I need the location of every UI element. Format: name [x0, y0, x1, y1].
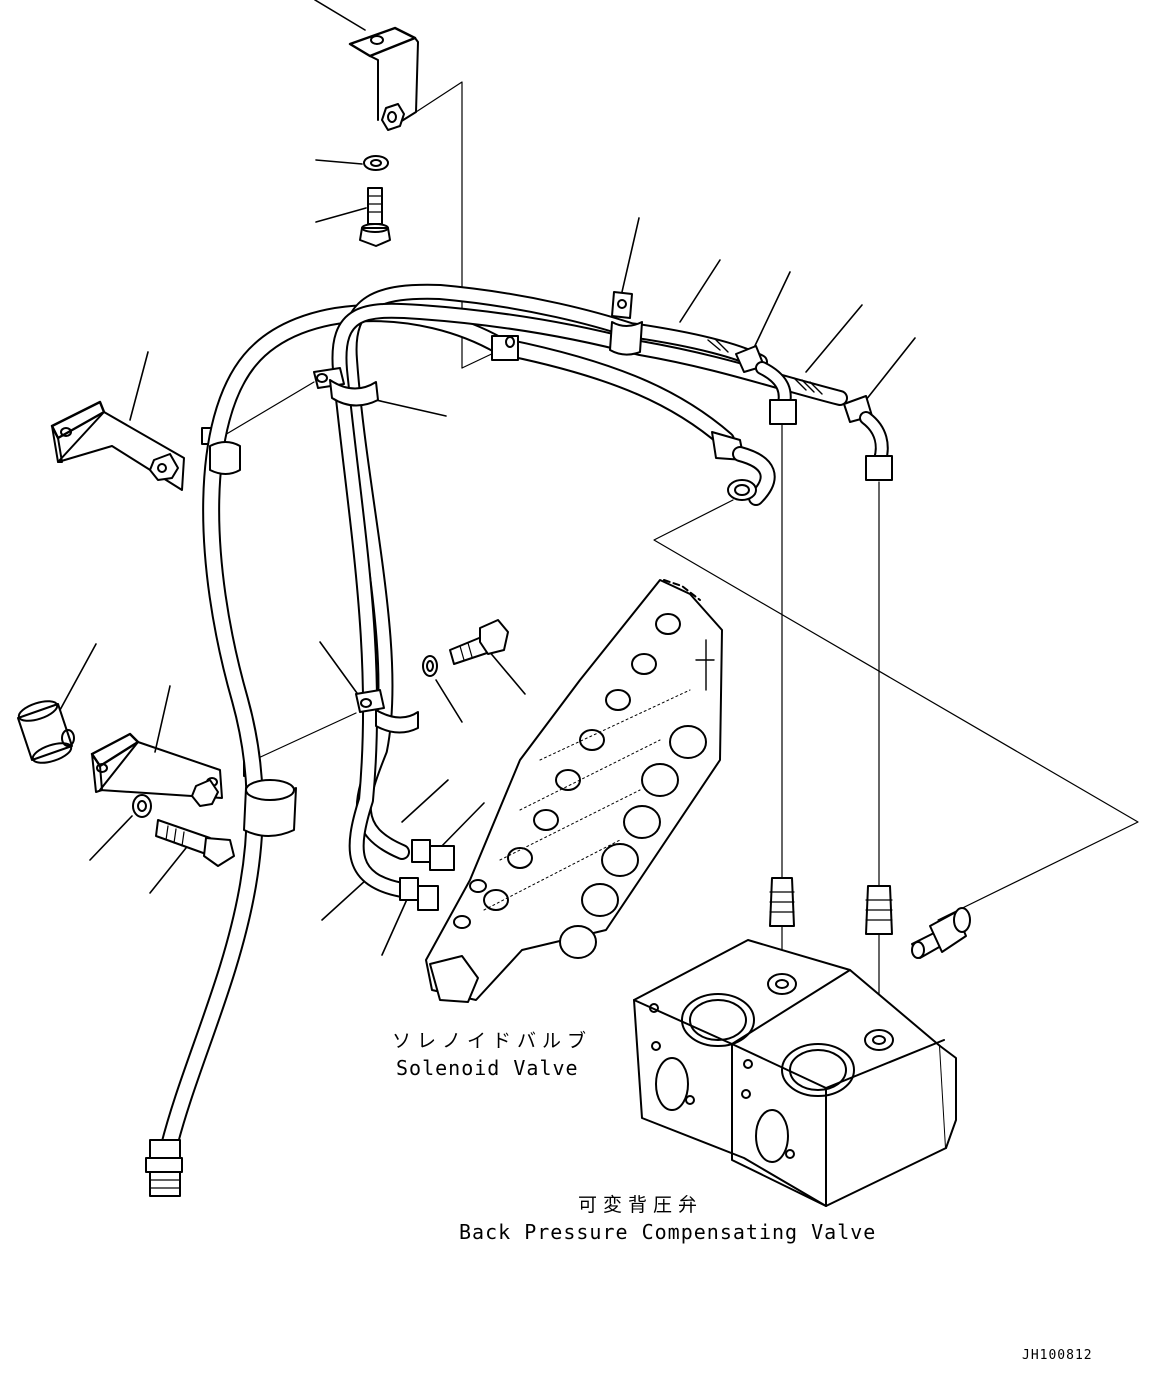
drawing-code: JH100812: [1022, 1348, 1093, 1363]
double-hose: [313, 283, 893, 911]
fittings: [769, 877, 971, 959]
bracket-lower-left: [17, 700, 257, 867]
bolt-and-washer-right: [422, 619, 509, 677]
solenoid-valve: [425, 579, 723, 1003]
back-pressure-valve-label-en: Back Pressure Compensating Valve: [459, 1220, 877, 1244]
back-pressure-valve-label-jp: 可変背圧弁: [578, 1194, 704, 1216]
back-pressure-valve: [633, 939, 957, 1207]
solenoid-valve-label-en: Solenoid Valve: [396, 1056, 579, 1080]
leader-lines: [59, 0, 916, 956]
solenoid-valve-label-jp: ソレノイドバルブ: [392, 1030, 593, 1052]
long-hose: [145, 304, 776, 1197]
bracket-upper-left: [50, 400, 217, 491]
reference-lines: [212, 81, 1139, 1031]
top-bracket-assembly: [348, 26, 419, 247]
